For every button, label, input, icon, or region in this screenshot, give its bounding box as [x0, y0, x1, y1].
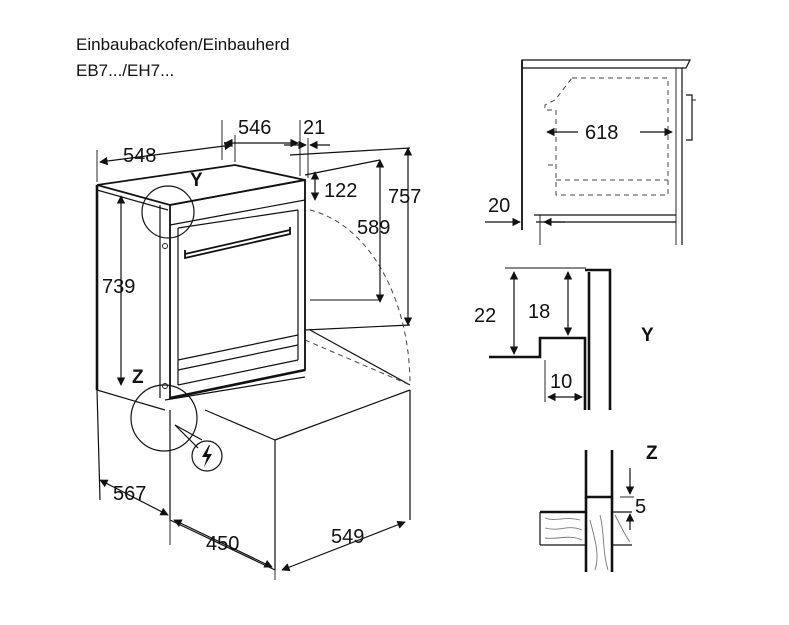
svg-text:21: 21 — [303, 117, 325, 139]
power-connection-icon — [191, 440, 223, 472]
cabinet-niche — [96, 147, 411, 571]
svg-text:739: 739 — [102, 276, 135, 298]
dimension-589: 589 — [357, 159, 390, 303]
dimension-546: 546 — [221, 117, 301, 176]
svg-text:549: 549 — [331, 526, 364, 548]
svg-text:589: 589 — [357, 217, 390, 239]
svg-text:5: 5 — [635, 496, 646, 518]
dimension-450: 450 — [169, 519, 276, 580]
detail-z-label: Z — [646, 443, 658, 464]
svg-text:22: 22 — [474, 305, 496, 327]
detail-y-label: Y — [641, 325, 654, 346]
label-y: Y — [190, 170, 203, 191]
detail-y-view: 22 18 10 Y — [474, 267, 654, 410]
detail-z-circle — [130, 384, 198, 452]
svg-text:450: 450 — [206, 533, 239, 555]
oven-isometric-view: Y Z 548 546 21 122 — [95, 117, 421, 580]
svg-text:18: 18 — [528, 301, 550, 323]
svg-text:122: 122 — [324, 180, 357, 202]
label-z: Z — [132, 367, 144, 388]
svg-text:618: 618 — [585, 122, 618, 144]
dimension-739: 739 — [102, 195, 135, 386]
dimension-20: 20 — [485, 195, 565, 227]
svg-text:548: 548 — [123, 145, 156, 167]
model-number: EB7.../EH7... — [76, 61, 175, 80]
dimension-757: 757 — [388, 147, 421, 326]
dimension-21: 21 — [284, 117, 330, 178]
detail-y-circle — [141, 185, 195, 239]
svg-text:757: 757 — [388, 186, 421, 208]
dimension-567: 567 — [99, 479, 169, 516]
svg-text:10: 10 — [550, 371, 572, 393]
svg-text:567: 567 — [113, 483, 146, 505]
svg-text:20: 20 — [488, 195, 510, 217]
side-section-view: 618 20 — [485, 59, 696, 245]
dimension-548: 548 — [96, 135, 236, 182]
wood-hatching — [544, 514, 631, 571]
detail-z-view: 5 Z — [539, 443, 658, 572]
drawing-title: Einbaubackofen/Einbauherd — [76, 35, 290, 54]
dimension-122: 122 — [310, 171, 357, 202]
dimension-618: 618 — [546, 122, 673, 144]
dimension-549: 549 — [281, 520, 406, 572]
svg-text:546: 546 — [238, 117, 271, 139]
